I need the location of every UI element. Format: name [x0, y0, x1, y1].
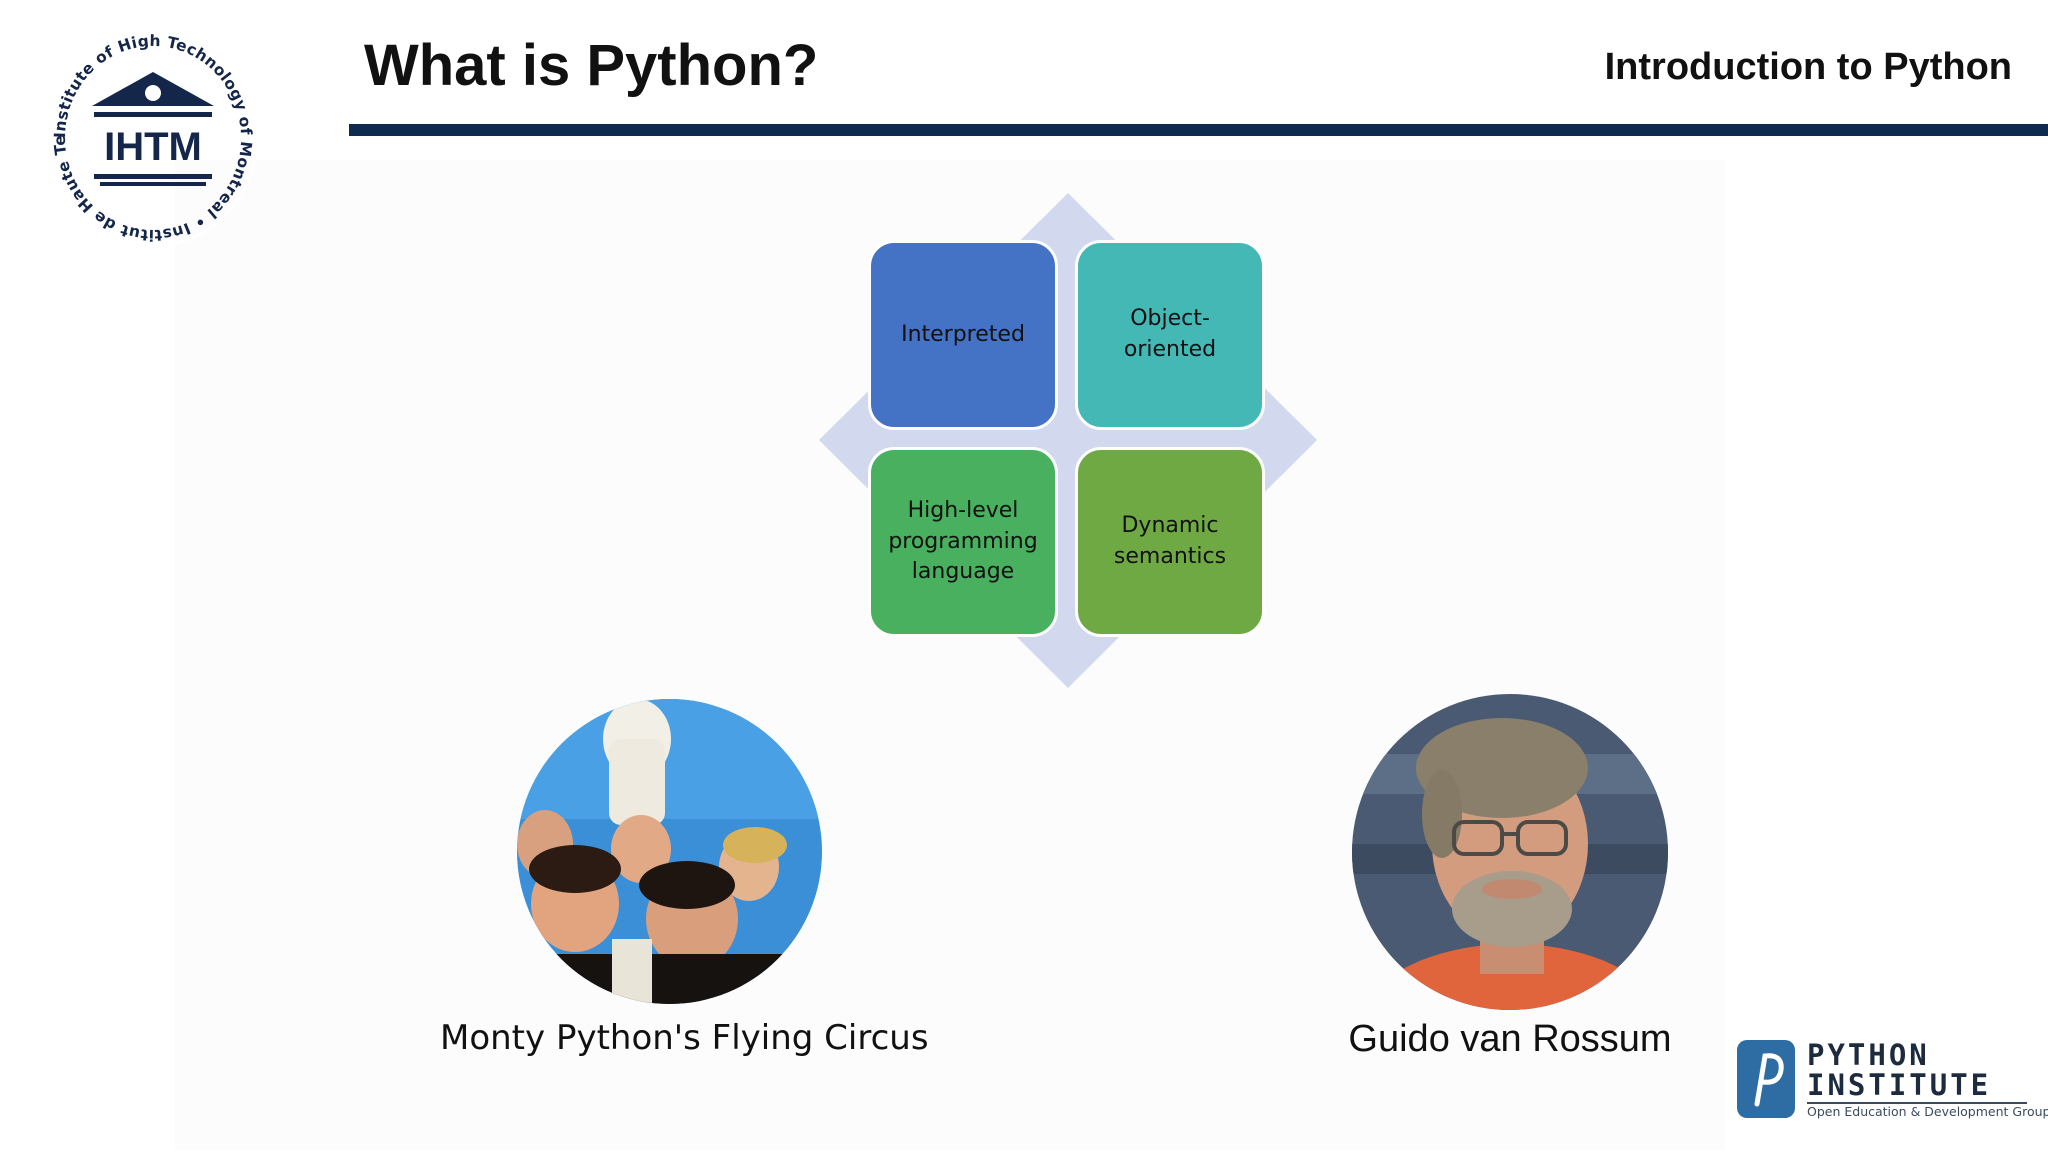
guido-van-rossum-photo: [1352, 694, 1668, 1010]
logo-tagline: Open Education & Development Group: [1807, 1104, 2048, 1119]
trait-tile-object-oriented: Object-oriented: [1075, 240, 1265, 430]
trait-label: Interpreted: [901, 321, 1025, 347]
trait-label: Object-oriented: [1123, 306, 1217, 362]
logo-divider: [1807, 1102, 2027, 1104]
logo-word-institute: INSTITUTE: [1807, 1068, 1992, 1102]
guido-van-rossum-caption: Guido van Rossum: [1348, 1018, 1672, 1060]
trait-label: High-level programming language: [888, 497, 1038, 585]
monty-python-caption: Monty Python's Flying Circus: [440, 1018, 929, 1058]
python-institute-mark-icon: [1737, 1040, 1795, 1118]
logo-acronym: IHTM: [104, 125, 202, 169]
trait-tile-high-level: High-level programming language: [868, 447, 1058, 637]
python-institute-logo: PYTHON INSTITUTE Open Education & Develo…: [1737, 1038, 2048, 1122]
python-traits-diagram: Interpreted Object-oriented High-level p…: [819, 193, 1317, 688]
deck-title: Introduction to Python: [1604, 46, 2012, 88]
page-title: What is Python?: [364, 33, 819, 98]
trait-label: Dynamic semantics: [1113, 513, 1227, 569]
trait-tile-interpreted: Interpreted: [868, 240, 1058, 430]
logo-word-python: PYTHON: [1807, 1038, 1930, 1072]
monty-python-photo: [517, 699, 822, 1004]
header-divider: [349, 124, 2048, 136]
trait-tile-dynamic-semantics: Dynamic semantics: [1075, 447, 1265, 637]
ihtm-logo: Institute of High Technology of Montreal…: [34, 8, 264, 254]
